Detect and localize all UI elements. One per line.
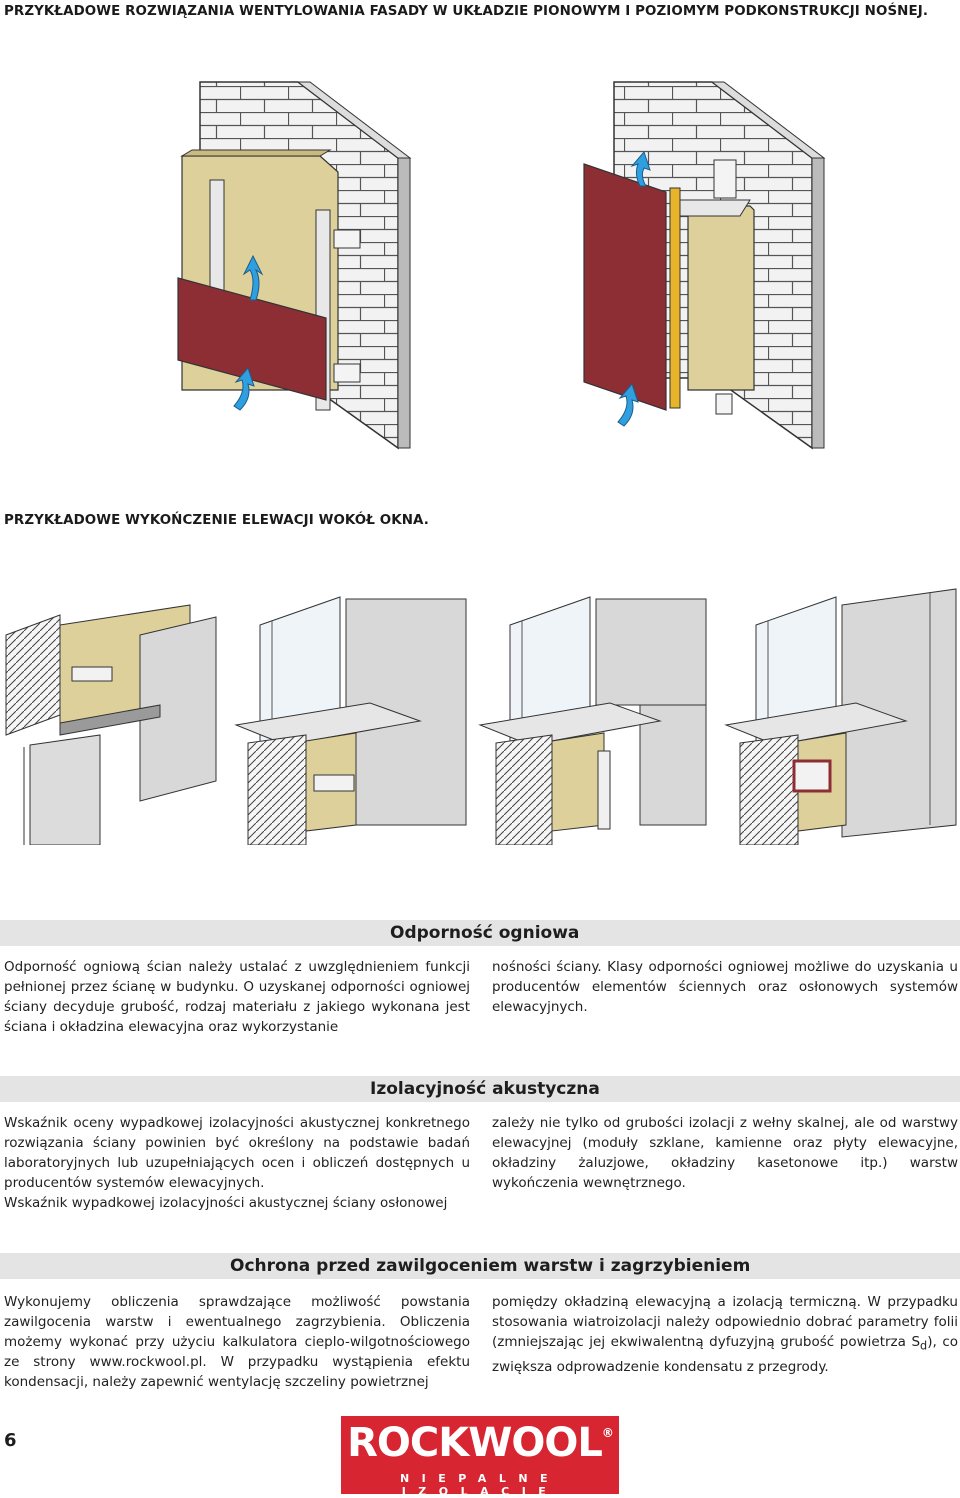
fire-section-band: Odporność ogniowa bbox=[0, 920, 960, 946]
rockwool-logo: ROCKWOOL® NIEPALNE IZOLACJE bbox=[341, 1416, 619, 1498]
window-heading: PRZYKŁADOWE WYKOŃCZENIE ELEWACJI WOKÓŁ O… bbox=[4, 513, 429, 528]
acoustic-text-col1: Wskaźnik oceny wypadkowej izolacyjności … bbox=[4, 1113, 470, 1213]
fire-paragraph-1: Odporność ogniową ścian należy ustalać z… bbox=[4, 959, 470, 1035]
registered-mark: ® bbox=[601, 1426, 614, 1440]
window-head-detail bbox=[5, 604, 217, 845]
moisture-section-band: Ochrona przed zawilgoceniem warstw i zag… bbox=[0, 1253, 960, 1279]
moisture-text-b: ), co zwiększa odprowadzenie kondensatu … bbox=[492, 1334, 959, 1375]
acoustic-text-col2: zależy nie tylko od grubości izolacji z … bbox=[492, 1113, 958, 1193]
moisture-subscript: d bbox=[920, 1339, 928, 1353]
fire-text-col2: nośności ściany. Klasy odporności ogniow… bbox=[492, 957, 958, 1017]
horizontal-ventilation-diagram bbox=[583, 81, 826, 450]
airflow-arrow-icon bbox=[242, 254, 264, 301]
vertical-ventilation-diagram bbox=[177, 81, 412, 450]
logo-word: ROCKWOOL bbox=[347, 1420, 603, 1466]
fire-text-col1: Odporność ogniową ścian należy ustalać z… bbox=[4, 957, 470, 1037]
acoustic-paragraph-1b: Wskaźnik wypadkowej izolacyjności akusty… bbox=[4, 1195, 448, 1211]
window-sill-detail-2 bbox=[478, 596, 707, 845]
moisture-section-title: Ochrona przed zawilgoceniem warstw i zag… bbox=[230, 1256, 751, 1276]
airflow-arrow-icon bbox=[617, 383, 639, 427]
moisture-text-col2: pomiędzy okładziną elewacyjną a izolacją… bbox=[492, 1292, 958, 1377]
fire-paragraph-2: nośności ściany. Klasy odporności ogniow… bbox=[492, 959, 958, 1015]
moisture-text-col1: Wykonujemy obliczenia sprawdzające możli… bbox=[4, 1292, 470, 1392]
window-sill-detail-3 bbox=[724, 588, 957, 845]
fire-section-title: Odporność ogniowa bbox=[390, 923, 580, 943]
page-number: 6 bbox=[4, 1430, 17, 1451]
ventilation-illustration bbox=[177, 81, 826, 450]
moisture-paragraph-2: pomiędzy okładziną elewacyjną a izolacją… bbox=[492, 1292, 958, 1377]
window-finishing-illustration bbox=[5, 588, 957, 845]
airflow-arrow-icon bbox=[233, 367, 255, 411]
acoustic-section-title: Izolacyjność akustyczna bbox=[370, 1079, 600, 1099]
acoustic-section-band: Izolacyjność akustyczna bbox=[0, 1076, 960, 1102]
moisture-text-a: pomiędzy okładziną elewacyjną a izolacją… bbox=[492, 1294, 958, 1350]
logo-wordmark: ROCKWOOL® bbox=[341, 1420, 619, 1466]
acoustic-paragraph-1: Wskaźnik oceny wypadkowej izolacyjności … bbox=[4, 1115, 470, 1191]
logo-tagline: NIEPALNE IZOLACJE bbox=[399, 1472, 561, 1498]
ventilation-heading: PRZYKŁADOWE ROZWIĄZANIA WENTYLOWANIA FAS… bbox=[4, 4, 929, 19]
airflow-arrow-icon bbox=[630, 151, 651, 187]
acoustic-paragraph-2: zależy nie tylko od grubości izolacji z … bbox=[492, 1115, 958, 1191]
moisture-paragraph-1: Wykonujemy obliczenia sprawdzające możli… bbox=[4, 1294, 470, 1390]
window-sill-detail-1 bbox=[234, 596, 467, 845]
